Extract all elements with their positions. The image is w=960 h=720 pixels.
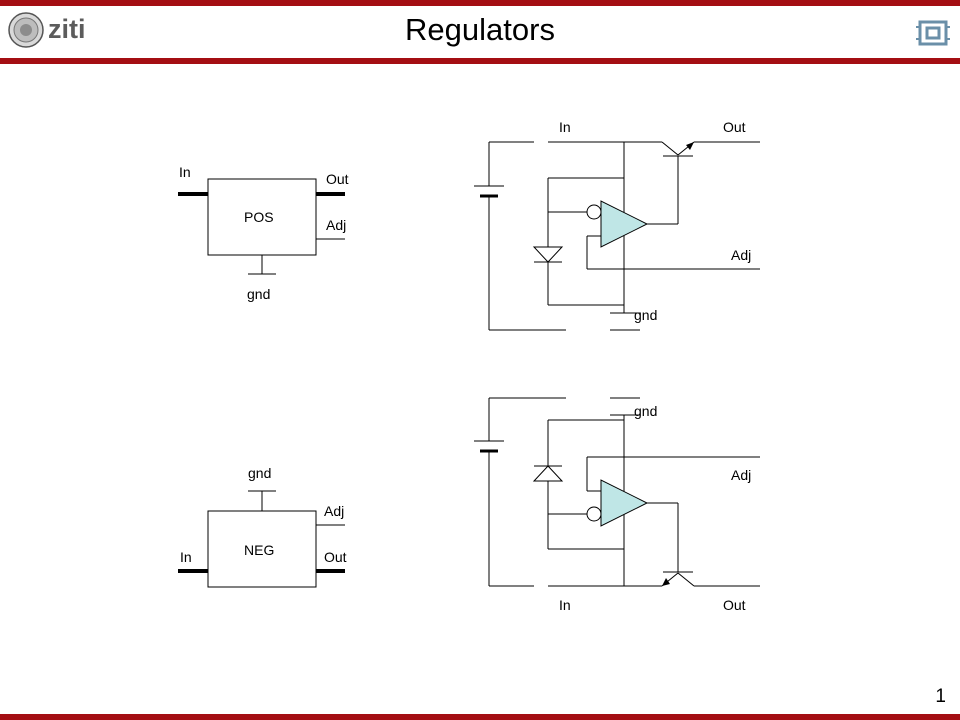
ziti-logo: ziti — [48, 14, 86, 44]
neg-block-label: NEG — [244, 542, 274, 558]
footer-accent-bar — [0, 714, 960, 720]
header-accent-bar — [0, 58, 960, 64]
npn-transistor-symbol — [661, 141, 760, 224]
pos-block-gnd-label: gnd — [247, 286, 270, 302]
page-title: Regulators — [405, 12, 555, 47]
diode-symbol — [532, 246, 564, 263]
neg-block-adj-label: Adj — [324, 503, 344, 519]
pos-block-in-label: In — [179, 164, 191, 180]
pos-block-label: POS — [244, 209, 274, 225]
neg-circuit-in-label: In — [559, 597, 571, 613]
university-seal-icon — [8, 12, 44, 48]
diode-symbol — [532, 465, 564, 482]
negative-regulator-circuit: gnd Adj In Out — [474, 397, 760, 613]
pnp-transistor-symbol — [661, 503, 760, 587]
chip-logo-icon — [916, 20, 950, 46]
opamp-symbol — [586, 479, 678, 527]
pos-circuit-adj-label: Adj — [731, 247, 751, 263]
pos-circuit-in-label: In — [559, 119, 571, 135]
neg-regulator-block: NEG In Out Adj gnd — [178, 465, 347, 588]
battery-symbol — [474, 397, 566, 587]
opamp-symbol — [586, 200, 678, 248]
pos-circuit-gnd-label: gnd — [634, 307, 657, 323]
neg-block-in-label: In — [180, 549, 192, 565]
pos-block-adj-label: Adj — [326, 217, 346, 233]
neg-circuit-adj-label: Adj — [731, 467, 751, 483]
positive-regulator-circuit: In Out Adj gnd — [474, 119, 760, 331]
neg-block-out-label: Out — [324, 549, 347, 565]
pos-block-out-label: Out — [326, 171, 349, 187]
neg-circuit-gnd-label: gnd — [634, 403, 657, 419]
battery-symbol — [474, 141, 566, 331]
top-accent-bar — [0, 0, 960, 6]
pos-circuit-out-label: Out — [723, 119, 746, 135]
neg-block-gnd-label: gnd — [248, 465, 271, 481]
neg-circuit-out-label: Out — [723, 597, 746, 613]
pos-regulator-block: POS In Out Adj gnd — [178, 164, 349, 302]
page-number: 1 — [935, 686, 946, 707]
